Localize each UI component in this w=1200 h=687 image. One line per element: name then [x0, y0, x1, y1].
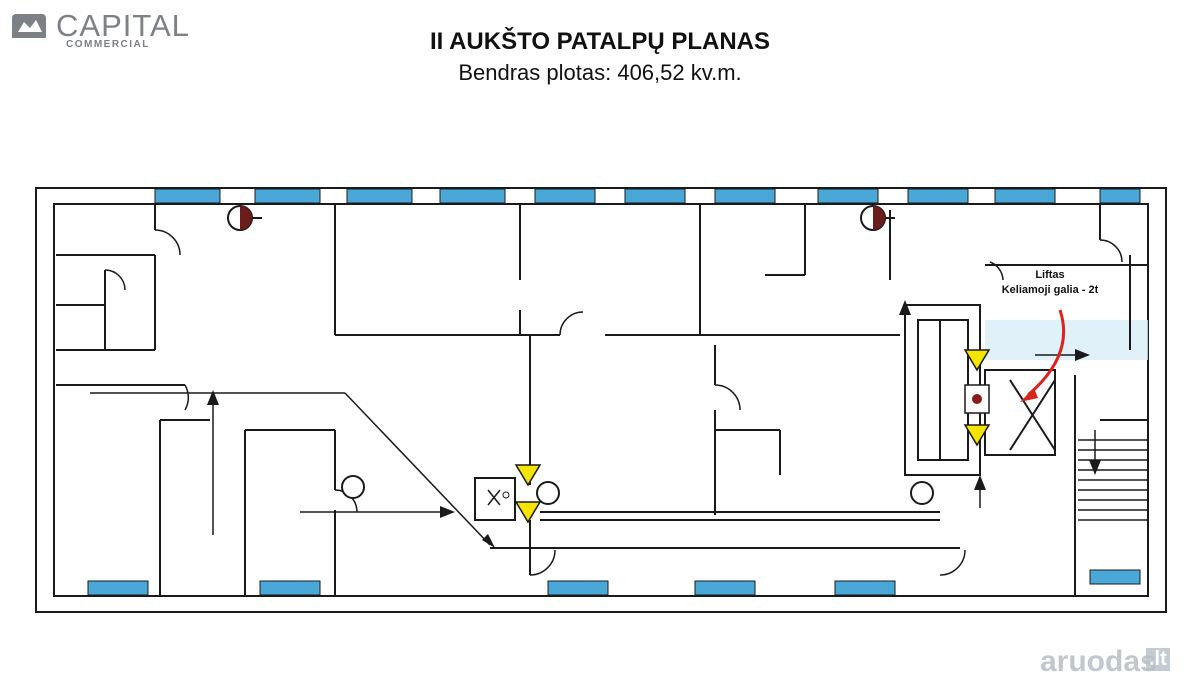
fire-hydrant-icon [910, 481, 934, 505]
company-logo: CAPITAL COMMERCIAL [8, 6, 190, 50]
high-voltage-icon [514, 501, 542, 524]
electrical-panel-icon [474, 477, 516, 521]
outer-wall [35, 187, 1167, 613]
windows-top [154, 188, 1141, 204]
plan-header: II AUKŠTO PATALPŲ PLANAS Bendras plotas:… [340, 28, 860, 86]
stairs [1078, 439, 1148, 521]
lift-label: Liftas Keliamoji galia - 2t [985, 268, 1115, 298]
fire-extinguisher-icon [860, 205, 895, 231]
high-voltage-icon [963, 424, 991, 447]
lift-label-capacity: Keliamoji galia - 2t [1001, 284, 1099, 296]
windows-bottom [87, 569, 1141, 596]
plan-area: Bendras plotas: 406,52 kv.m. [458, 60, 742, 85]
building-logo-icon [12, 14, 46, 42]
lift-pointer-arrow [1020, 309, 1066, 402]
lift-area [985, 320, 1148, 360]
logo-sub: COMMERCIAL [66, 39, 150, 50]
doors [104, 229, 1123, 576]
arrow-heads [207, 300, 1101, 548]
fire-hydrant-icon [536, 481, 560, 505]
watermark-name: aruodas [1040, 645, 1157, 678]
high-voltage-icon [963, 349, 991, 372]
logo-brand: CAPITAL [56, 8, 190, 43]
lift-call-button-icon [964, 384, 990, 414]
high-voltage-icon [514, 464, 542, 487]
lift-label-title: Liftas [1035, 269, 1065, 281]
evacuation-routes [90, 305, 1096, 546]
plan-title: II AUKŠTO PATALPŲ PLANAS [429, 28, 770, 55]
fire-hydrant-icon [341, 475, 365, 499]
interior-walls [56, 204, 1148, 596]
fire-extinguisher-icon [227, 205, 262, 231]
watermark-tld: .lt [1146, 648, 1170, 671]
